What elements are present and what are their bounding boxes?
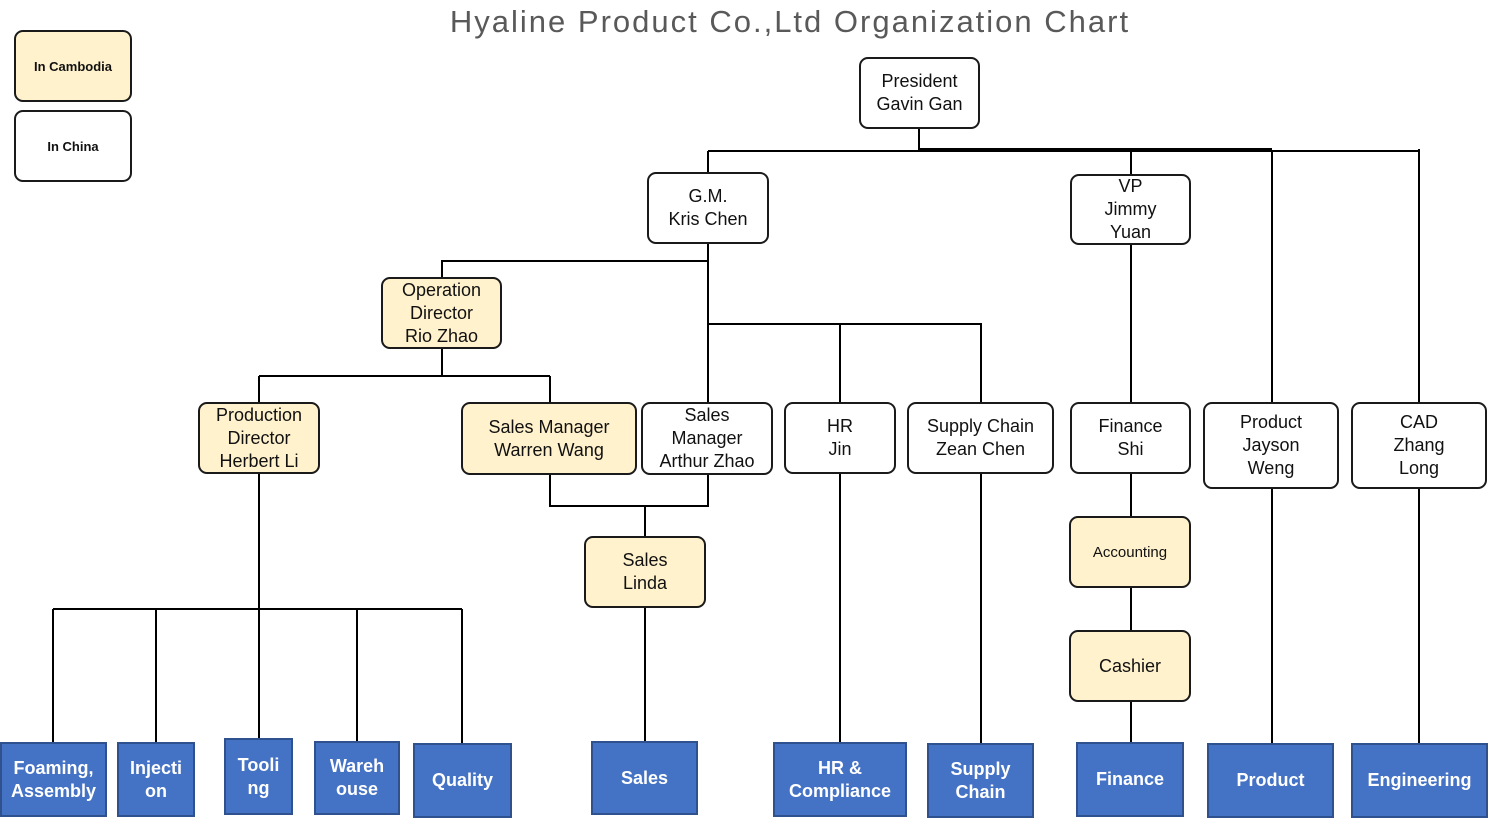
dept-injection: Injecti on — [117, 742, 195, 817]
dept-injection-label: Injecti on — [129, 757, 182, 801]
node-hr-label: HR Jin — [827, 416, 853, 459]
node-production-director-label: Production Director Herbert Li — [215, 404, 303, 471]
node-cashier: Cashier — [1069, 630, 1191, 702]
node-finance: Finance Shi — [1070, 402, 1191, 474]
dept-foaming-assembly: Foaming, Assembly — [0, 742, 107, 817]
legend-in-cambodia-label: In Cambodia — [33, 58, 112, 74]
node-sales-linda-label: Sales Linda — [622, 550, 668, 593]
dept-hr-compliance-label: HR & Compliance — [788, 757, 892, 801]
node-gm-label: G.M. Kris Chen — [668, 186, 748, 229]
node-sales-manager-arthur-label: Sales Manager Arthur Zhao — [659, 405, 755, 471]
node-vp: VP Jimmy Yuan — [1070, 174, 1191, 245]
legend-in-china: In China — [14, 110, 132, 182]
dept-foaming-assembly-label: Foaming, Assembly — [10, 757, 97, 801]
connector-sales-linda — [549, 475, 709, 537]
dept-supply-chain-label: Supply Chain — [950, 758, 1011, 802]
connector-opdir-children — [258, 349, 551, 403]
dept-tooling-label: Tooli ng — [237, 754, 280, 798]
node-accounting: Accounting — [1069, 516, 1191, 588]
node-sales-linda: Sales Linda — [584, 536, 706, 608]
dept-finance: Finance — [1076, 742, 1184, 817]
legend-in-cambodia: In Cambodia — [14, 30, 132, 102]
node-cad-label: CAD Zhang Long — [1393, 412, 1445, 478]
node-supply-chain: Supply Chain Zean Chen — [907, 402, 1054, 474]
connector-president-bus — [708, 129, 1419, 152]
dept-warehouse-label: Wareh ouse — [329, 756, 385, 799]
node-gm: G.M. Kris Chen — [647, 172, 769, 244]
dept-engineering-label: Engineering — [1367, 770, 1472, 790]
dept-supply-chain: Supply Chain — [927, 743, 1034, 818]
node-cashier-label: Cashier — [1098, 655, 1162, 676]
node-president: President Gavin Gan — [859, 57, 980, 129]
node-sales-manager-warren: Sales Manager Warren Wang — [461, 402, 637, 475]
dept-product: Product — [1207, 743, 1334, 818]
connector-production-depts — [52, 474, 463, 744]
dept-quality-label: Quality — [431, 770, 493, 790]
node-product: Product Jayson Weng — [1203, 402, 1339, 489]
dept-tooling: Tooli ng — [224, 738, 293, 815]
node-president-label: President Gavin Gan — [876, 71, 963, 114]
connector-gm-hr-supply — [708, 323, 982, 403]
legend-in-china-label: In China — [47, 138, 99, 154]
node-operation-director-label: Operation Director Rio Zhao — [401, 279, 482, 346]
node-hr: HR Jin — [784, 402, 896, 474]
node-finance-label: Finance Shi — [1098, 416, 1163, 459]
dept-warehouse: Wareh ouse — [314, 741, 400, 815]
node-operation-director: Operation Director Rio Zhao — [381, 277, 502, 349]
node-product-label: Product Jayson Weng — [1239, 412, 1303, 478]
chart-title: Hyaline Product Co.,Ltd Organization Cha… — [449, 4, 1131, 39]
node-sales-manager-warren-label: Sales Manager Warren Wang — [488, 416, 610, 460]
node-sales-manager-arthur: Sales Manager Arthur Zhao — [641, 402, 773, 475]
node-cad: CAD Zhang Long — [1351, 402, 1487, 489]
node-vp-label: VP Jimmy Yuan — [1104, 176, 1157, 242]
connector-gm-opdir — [441, 260, 708, 278]
dept-sales-label: Sales — [620, 767, 669, 788]
node-accounting-label: Accounting — [1092, 543, 1168, 561]
dept-engineering: Engineering — [1351, 743, 1488, 818]
dept-sales: Sales — [591, 741, 698, 815]
dept-quality: Quality — [413, 743, 512, 818]
node-supply-chain-label: Supply Chain Zean Chen — [926, 416, 1035, 459]
dept-hr-compliance: HR & Compliance — [773, 742, 907, 817]
dept-finance-label: Finance — [1095, 769, 1165, 789]
node-production-director: Production Director Herbert Li — [198, 402, 320, 474]
dept-product-label: Product — [1236, 770, 1305, 790]
